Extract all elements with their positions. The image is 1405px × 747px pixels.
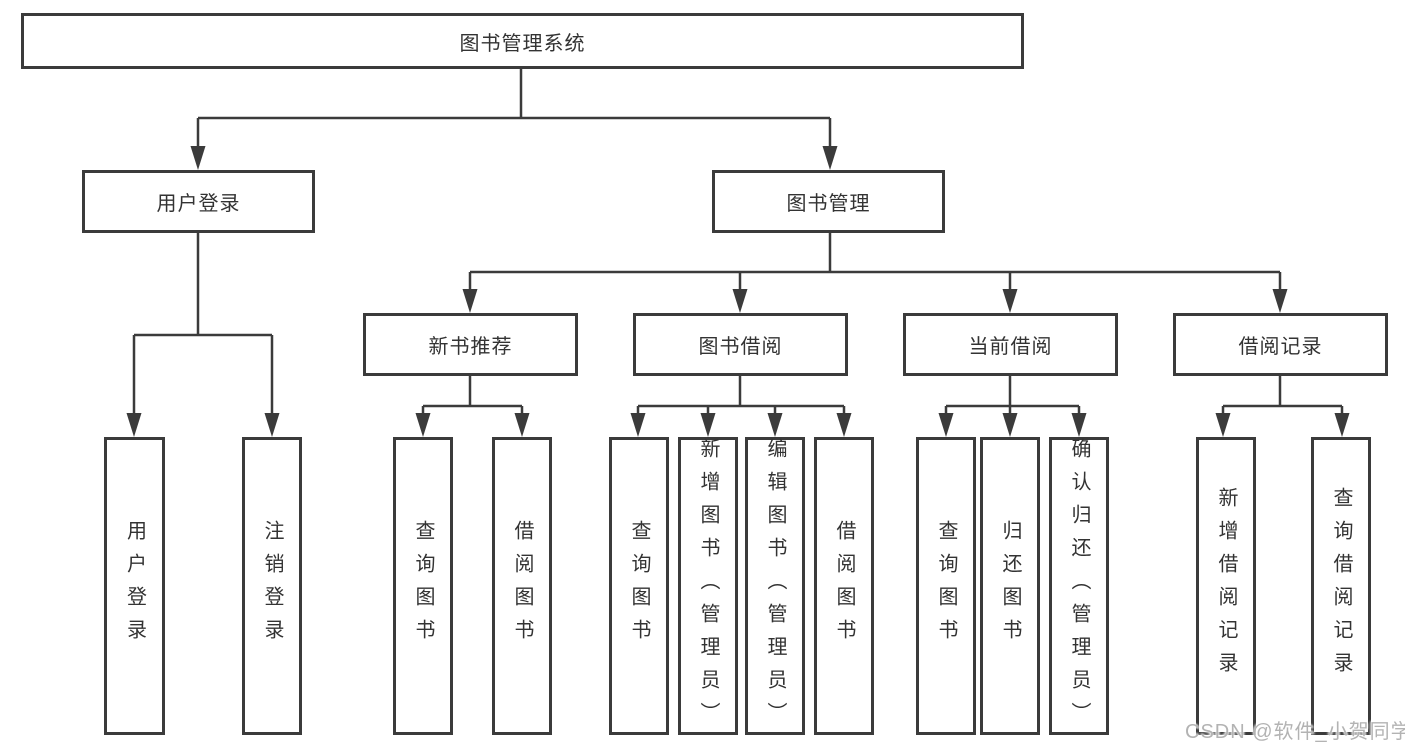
arrowhead-icon xyxy=(700,413,716,437)
node-label: 图书管理系统 xyxy=(459,32,586,55)
node-label: 新增图书（管理员） xyxy=(697,437,719,735)
node-label: 新增借阅记录 xyxy=(1215,487,1237,685)
node-new-book-recommend: 新书推荐 xyxy=(363,313,578,376)
node-book-borrow: 图书借阅 xyxy=(633,313,848,376)
node-label: 新书推荐 xyxy=(428,336,513,358)
arrowhead-icon xyxy=(1215,413,1231,437)
node-label: 注销登录 xyxy=(261,520,283,652)
node-user-login: 用户登录 xyxy=(82,170,315,233)
node-label: 借阅图书 xyxy=(833,520,855,652)
node-label: 图书借阅 xyxy=(698,336,783,358)
leaf-edit-book-admin: 编辑图书（管理员） xyxy=(745,437,805,735)
leaf-query-books-current: 查询图书 xyxy=(916,437,976,735)
leaf-borrow-books-recommend: 借阅图书 xyxy=(492,437,552,735)
watermark: CSDN @软件_小贺同学 xyxy=(1185,721,1405,743)
arrowhead-icon xyxy=(1002,413,1018,437)
leaf-query-borrow-record: 查询借阅记录 xyxy=(1311,437,1371,735)
arrowhead-icon xyxy=(822,146,838,170)
node-label: 图书管理 xyxy=(786,193,871,215)
leaf-add-book-admin: 新增图书（管理员） xyxy=(678,437,738,735)
arrowhead-icon xyxy=(836,413,852,437)
leaf-query-books-recommend: 查询图书 xyxy=(393,437,453,735)
node-label: 当前借阅 xyxy=(968,336,1053,358)
arrowhead-icon xyxy=(1334,413,1350,437)
arrowhead-icon xyxy=(767,413,783,437)
node-label: 确认归还（管理员） xyxy=(1068,437,1090,735)
arrowhead-icon xyxy=(732,289,748,313)
node-label: 查询图书 xyxy=(935,520,957,652)
leaf-confirm-return-admin: 确认归还（管理员） xyxy=(1049,437,1109,735)
leaf-user-login: 用户登录 xyxy=(104,437,165,735)
leaf-add-borrow-record: 新增借阅记录 xyxy=(1196,437,1256,735)
arrowhead-icon xyxy=(415,413,431,437)
node-label: 查询借阅记录 xyxy=(1330,487,1352,685)
arrowhead-icon xyxy=(264,413,280,437)
node-label: 归还图书 xyxy=(999,520,1021,652)
arrowhead-icon xyxy=(1272,289,1288,313)
node-label: 借阅记录 xyxy=(1238,336,1323,358)
arrowhead-icon xyxy=(1071,413,1087,437)
node-book-management: 图书管理 xyxy=(712,170,945,233)
leaf-logout: 注销登录 xyxy=(242,437,302,735)
leaf-query-books-borrow: 查询图书 xyxy=(609,437,669,735)
arrowhead-icon xyxy=(630,413,646,437)
node-label: 借阅图书 xyxy=(511,520,533,652)
node-label: 编辑图书（管理员） xyxy=(764,437,786,735)
node-label: 查询图书 xyxy=(412,520,434,652)
node-borrow-records: 借阅记录 xyxy=(1173,313,1388,376)
leaf-borrow-books: 借阅图书 xyxy=(814,437,874,735)
arrowhead-icon xyxy=(126,413,142,437)
node-label: 用户登录 xyxy=(156,193,241,215)
arrowhead-icon xyxy=(462,289,478,313)
leaf-return-book: 归还图书 xyxy=(980,437,1040,735)
arrowhead-icon xyxy=(190,146,206,170)
arrowhead-icon xyxy=(1002,289,1018,313)
node-label: 用户登录 xyxy=(123,520,146,652)
node-current-borrow: 当前借阅 xyxy=(903,313,1118,376)
node-label: 查询图书 xyxy=(628,520,650,652)
node-library-system: 图书管理系统 xyxy=(21,13,1024,69)
arrowhead-icon xyxy=(938,413,954,437)
arrowhead-icon xyxy=(514,413,530,437)
